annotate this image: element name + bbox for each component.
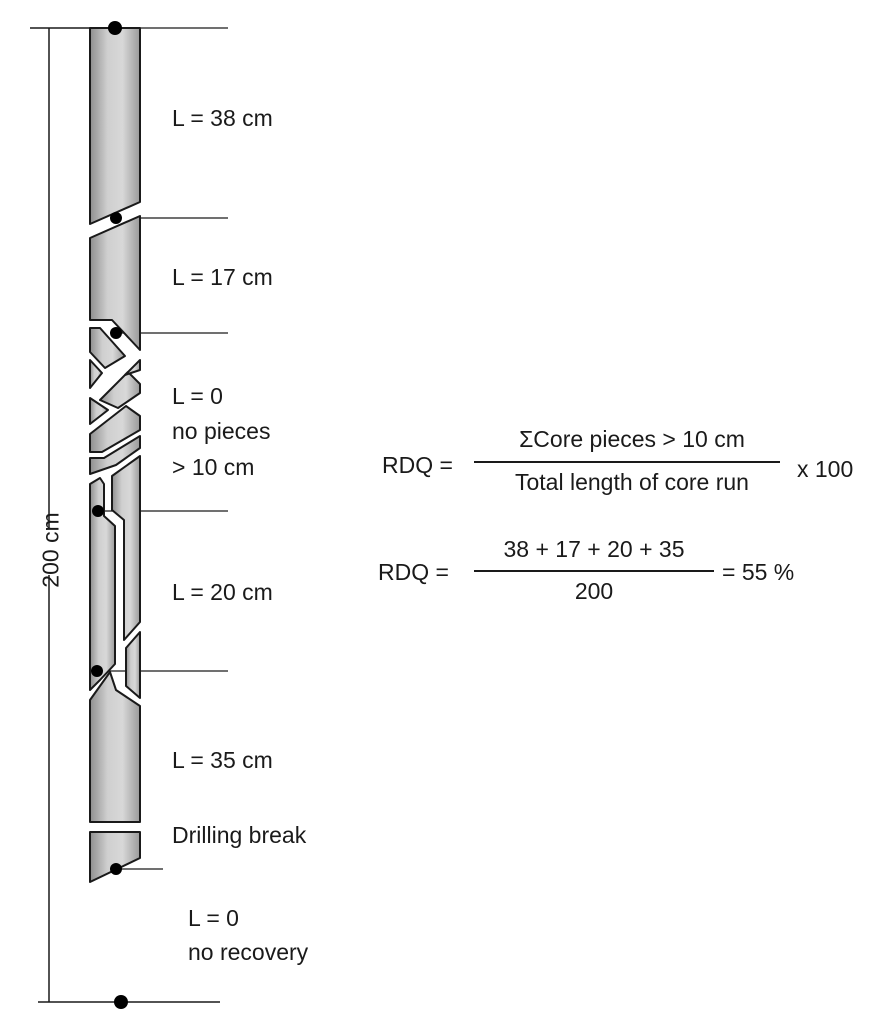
core-pieces bbox=[89, 27, 141, 883]
run-length-label: 200 cm bbox=[37, 512, 64, 588]
segment-label-20cm: L = 20 cm bbox=[172, 579, 273, 605]
core-piece-20cm-right bbox=[111, 455, 141, 641]
segment-label-35cm: L = 35 cm bbox=[172, 747, 273, 773]
boundary-dot-2 bbox=[110, 327, 122, 339]
drilling-break-label: Drilling break bbox=[172, 822, 307, 848]
boundary-dot-bottom bbox=[114, 995, 128, 1009]
fragment-6 bbox=[89, 405, 141, 453]
core-piece-17cm bbox=[89, 215, 141, 351]
segment-label-38cm: L = 38 cm bbox=[172, 105, 273, 131]
fragment-2 bbox=[89, 359, 103, 389]
formula-multiplier: x 100 bbox=[797, 456, 854, 482]
formula-denominator: Total length of core run bbox=[515, 469, 749, 495]
core-piece-38cm bbox=[89, 27, 141, 225]
boundary-dot-top bbox=[108, 21, 122, 35]
segment-label-no-pieces-line-3: > 10 cm bbox=[172, 454, 255, 480]
segment-label-17cm: L = 17 cm bbox=[172, 264, 273, 290]
segment-label-no-recovery-line-1: L = 0 bbox=[188, 905, 239, 931]
segment-label-no-pieces-line-1: L = 0 bbox=[172, 383, 223, 409]
formula-fraction-bar bbox=[474, 461, 780, 463]
boundary-dot-1 bbox=[110, 212, 122, 224]
boundary-dot-5 bbox=[110, 863, 122, 875]
fragment-4 bbox=[124, 359, 141, 376]
core-piece-20cm-left bbox=[89, 477, 116, 691]
calculation-numerator: 38 + 17 + 20 + 35 bbox=[503, 536, 685, 562]
run-length-dimension bbox=[30, 27, 220, 1003]
fragment-5 bbox=[89, 397, 109, 425]
calculation-fraction-bar bbox=[474, 570, 714, 572]
fragment-1 bbox=[89, 327, 126, 369]
formula-numerator: ΣCore pieces > 10 cm bbox=[519, 426, 745, 452]
core-piece-after-break bbox=[89, 831, 141, 883]
calculation-denominator: 200 bbox=[574, 578, 614, 604]
boundary-dots bbox=[91, 21, 128, 1009]
formula-lhs: RDQ = bbox=[382, 452, 453, 478]
fragment-7 bbox=[89, 435, 141, 475]
segment-label-no-recovery-line-2: no recovery bbox=[188, 939, 309, 965]
core-piece-35cm bbox=[89, 671, 141, 823]
core-sliver bbox=[125, 631, 141, 699]
segment-label-no-pieces-line-2: no pieces bbox=[172, 418, 271, 444]
calculation-lhs: RDQ = bbox=[378, 559, 449, 585]
fragment-3 bbox=[99, 371, 141, 409]
calculation-result: = 55 % bbox=[722, 559, 795, 585]
boundary-dot-3 bbox=[92, 505, 104, 517]
boundary-dot-4 bbox=[91, 665, 103, 677]
